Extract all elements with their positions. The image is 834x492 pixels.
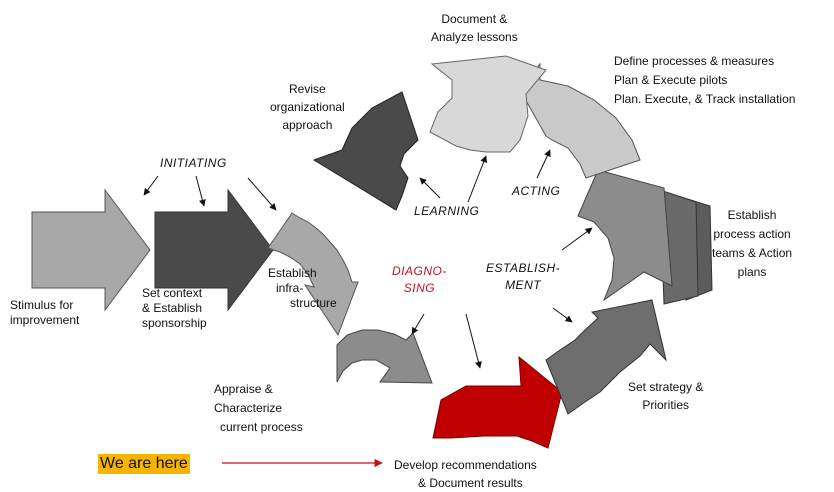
set-context-label: Set context & Establish sponsorship	[142, 286, 207, 330]
diagnosing-phase-label: DIAGNO- SING	[392, 264, 447, 295]
stimulus-arrow	[31, 188, 151, 312]
establish-infrastructure-label: Establish infra- structure	[268, 266, 337, 310]
initiating-label: INITIATING	[160, 156, 227, 170]
develop-recommendations-label: Develop recommendations & Document resul…	[394, 458, 537, 490]
appraise-arrow	[336, 329, 433, 384]
revise-approach-label: Revise organizational approach	[270, 82, 345, 132]
establishing-phase-label: ESTABLISH- MENT	[486, 261, 561, 292]
we-are-here-badge: We are here	[98, 454, 190, 474]
define-processes-label: Define processes & measures Plan & Execu…	[614, 54, 796, 106]
revise-approach-arrow	[312, 91, 419, 211]
pointer-arrows	[143, 149, 593, 369]
develop-arrow	[432, 355, 563, 449]
document-lessons-label: Document & Analyze lessons	[431, 12, 518, 44]
stimulus-label: Stimulus for improvement	[10, 298, 80, 327]
learning-phase-label: LEARNING	[414, 204, 480, 218]
define-processes-arrow	[519, 62, 641, 179]
set-strategy-label: Set strategy & Priorities	[628, 380, 704, 412]
teams-arrow	[577, 169, 673, 302]
appraise-label: Appraise & Characterize current process	[214, 382, 303, 434]
acting-phase-label: ACTING	[512, 184, 561, 198]
document-lessons-arrow	[429, 55, 547, 153]
establish-teams-label: Establish process action teams & Action …	[712, 208, 793, 279]
context-arrow	[154, 188, 274, 312]
set-strategy-arrow	[545, 299, 667, 415]
establish-infrastructure-arrow	[267, 212, 359, 337]
